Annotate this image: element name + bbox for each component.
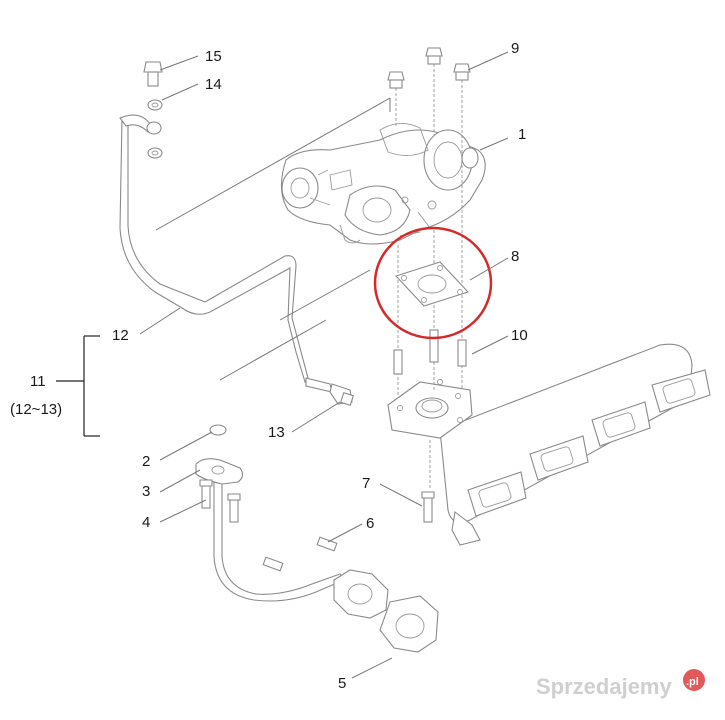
callout-2: 2 — [142, 453, 150, 470]
callout-3: 3 — [142, 483, 150, 500]
nut-set — [387, 47, 471, 89]
callout-11-range: (12~13) — [10, 401, 62, 418]
callout-6: 6 — [366, 515, 374, 532]
watermark-badge — [683, 669, 705, 691]
callout-9: 9 — [511, 40, 519, 57]
callout-5: 5 — [338, 675, 346, 692]
callout-4: 4 — [142, 514, 150, 531]
watermark-text: Sprzedajemy — [536, 674, 672, 699]
highlight-circle — [373, 226, 493, 340]
leader-lines — [139, 51, 509, 679]
watermark: Sprzedajemy .pl — [536, 669, 705, 699]
exhaust-manifold — [387, 343, 711, 546]
oil-return-pipe — [195, 424, 439, 653]
banjo-bolt — [143, 61, 163, 159]
turbo-gasket — [395, 261, 469, 307]
turbocharger — [280, 123, 486, 245]
callout-12: 12 — [112, 327, 129, 344]
stud-set — [393, 329, 467, 375]
callout-8: 8 — [511, 248, 519, 265]
callout-14: 14 — [205, 76, 222, 93]
callout-1: 1 — [518, 126, 526, 143]
callout-11: 11 — [30, 373, 46, 390]
callout-15: 15 — [205, 48, 222, 65]
oil-feed-pipe — [119, 114, 354, 406]
callout-10: 10 — [511, 327, 528, 344]
watermark-suffix: .pl — [686, 676, 699, 688]
assembly-bracket — [56, 335, 100, 437]
callout-13: 13 — [268, 424, 285, 441]
callout-7: 7 — [362, 475, 370, 492]
guide-lines — [155, 97, 391, 381]
